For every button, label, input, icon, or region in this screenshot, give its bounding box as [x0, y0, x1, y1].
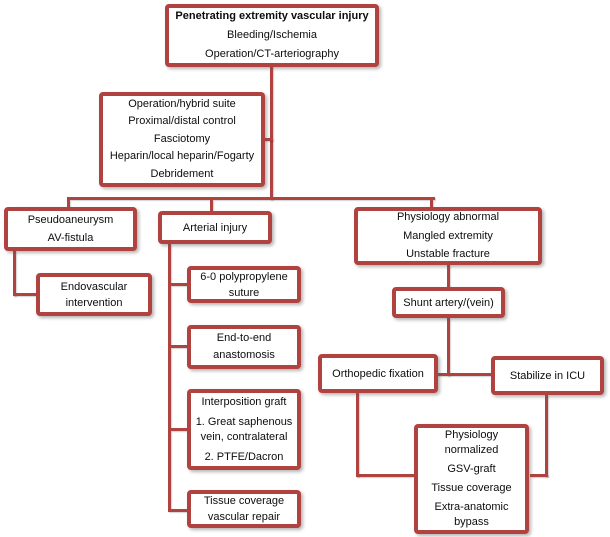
node-shunt-artery: Shunt artery/(vein): [392, 287, 505, 318]
node-operation-prep-line-1: Operation/hybrid suite: [128, 97, 236, 110]
connector-ortho-down: [356, 393, 359, 477]
node-endovascular-intervention-text: Endovascular intervention: [60, 280, 128, 309]
node-arterial-injury-text: Arterial injury: [182, 221, 248, 234]
node-physiology-abnormal-line-2: Mangled extremity: [403, 229, 493, 242]
node-physiology-normalized-item-1: Physiology normalized: [444, 429, 499, 456]
connector-pseudo-elbow: [13, 293, 40, 296]
connector-drop-pseudoaneurysm: [67, 200, 70, 209]
connector-pseudo-down: [13, 251, 16, 296]
node-penetrating-injury-title: Penetrating extremity vascular injury: [175, 10, 369, 22]
connector-stub-tissue: [171, 509, 189, 512]
node-pseudoaneurysm-line-1: Pseudoaneurysm: [27, 214, 114, 226]
node-stabilize-icu-text: Stabilize in ICU: [509, 369, 586, 382]
node-tissue-coverage-repair: Tissue coverage vascular repair: [187, 490, 301, 528]
node-end-to-end-anastomosis-text: End-to-end anastomosis: [213, 332, 275, 361]
connector-prep-stub: [263, 138, 273, 141]
connector-branch-horizontal: [67, 197, 435, 200]
node-arterial-injury: Arterial injury: [158, 211, 272, 244]
node-interposition-graft-item-1: 1. Great saphenous vein, contralateral: [195, 415, 293, 443]
connector-shunt-down: [447, 318, 450, 376]
connector-stub-anastomosis: [171, 345, 189, 348]
connector-ortho-icu-horizontal: [437, 373, 493, 376]
node-physiology-normalized-item-2: GSV-graft: [447, 463, 496, 475]
node-physiology-abnormal-line-3: Unstable fracture: [406, 248, 490, 261]
node-shunt-artery-text: Shunt artery/(vein): [403, 296, 494, 309]
node-end-to-end-anastomosis: End-to-end anastomosis: [187, 325, 301, 369]
connector-drop-arterial: [210, 200, 213, 213]
node-orthopedic-fixation-text: Orthopedic fixation: [332, 367, 424, 380]
connector-drop-physiology: [430, 200, 433, 209]
node-endovascular-intervention: Endovascular intervention: [36, 273, 152, 316]
connector-stub-interposition: [171, 428, 189, 431]
connector-icu-down: [545, 395, 548, 477]
connector-root-down: [270, 66, 273, 200]
node-polypropylene-suture-text: 6-0 polypropylene suture: [200, 270, 288, 299]
node-operation-prep-line-5: Debridement: [150, 167, 214, 180]
node-penetrating-injury-line-3: Operation/CT-arteriography: [205, 48, 339, 60]
connector-stub-suture: [171, 283, 189, 286]
node-operation-prep: Operation/hybrid suite Proximal/distal c…: [99, 92, 265, 187]
node-operation-prep-line-2: Proximal/distal control: [128, 115, 236, 128]
node-interposition-graft: Interposition graft 1. Great saphenous v…: [187, 389, 301, 470]
connector-ortho-elbow: [356, 474, 416, 477]
connector-physiology-down: [447, 265, 450, 288]
node-physiology-abnormal-line-1: Physiology abnormal: [396, 211, 500, 224]
node-physiology-normalized-item-3: Tissue coverage: [431, 482, 512, 494]
node-penetrating-injury-line-2: Bleeding/Ischemia: [227, 29, 317, 41]
node-orthopedic-fixation: Orthopedic fixation: [318, 354, 438, 393]
node-pseudoaneurysm: Pseudoaneurysm AV-fistula: [4, 207, 137, 251]
connector-icu-elbow: [530, 474, 548, 477]
node-penetrating-injury: Penetrating extremity vascular injury Bl…: [165, 4, 379, 67]
node-operation-prep-line-4: Heparin/local heparin/Fogarty: [109, 150, 255, 163]
node-pseudoaneurysm-line-2: AV-fistula: [47, 232, 94, 244]
node-interposition-graft-item-2: 2. PTFE/Dacron: [204, 450, 284, 463]
node-operation-prep-line-3: Fasciotomy: [153, 132, 211, 145]
node-physiology-normalized-item-4: Extra-anatomic bypass: [434, 501, 509, 528]
node-stabilize-icu: Stabilize in ICU: [491, 356, 604, 395]
node-physiology-abnormal: Physiology abnormal Mangled extremity Un…: [354, 207, 542, 265]
connector-arterial-trunk: [168, 244, 171, 512]
node-interposition-graft-title: Interposition graft: [201, 395, 287, 408]
node-polypropylene-suture: 6-0 polypropylene suture: [187, 266, 301, 303]
node-tissue-coverage-repair-text: Tissue coverage vascular repair: [203, 495, 285, 523]
node-physiology-normalized: Physiology normalized GSV-graft Tissue c…: [414, 424, 529, 534]
